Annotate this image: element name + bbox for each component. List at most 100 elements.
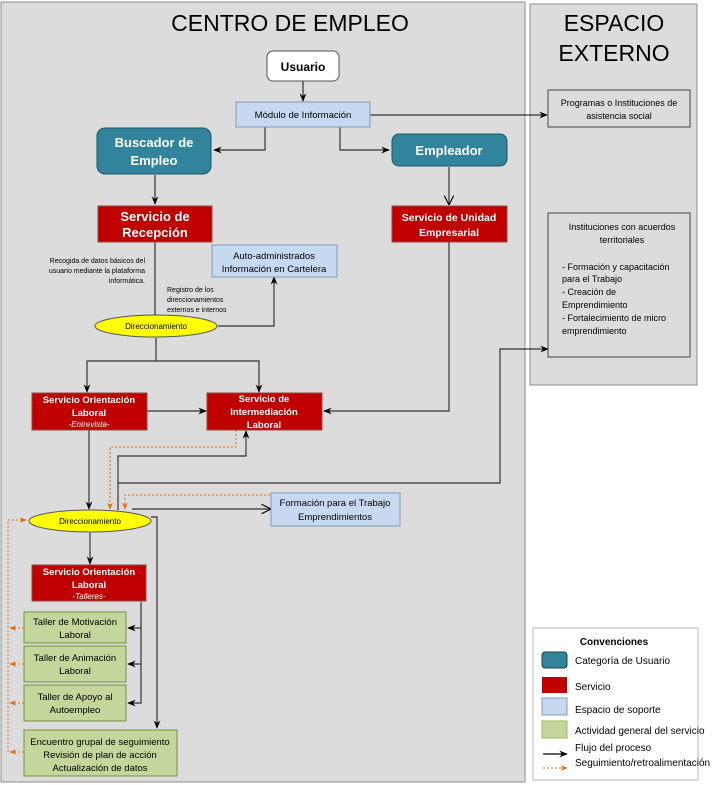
- arrow-direccionamiento-cartelera: [218, 276, 278, 327]
- node-formacion-trabajo[interactable]: Formación para el Trabajo Emprendimiento…: [270, 492, 401, 527]
- orientacion-t-line3: -Talleres-: [72, 592, 105, 601]
- note-recogida-datos: Recogida de datos básicos del usuario me…: [49, 258, 146, 285]
- note-registro-line1: Registro de los: [167, 287, 214, 294]
- instituciones-item-1: - Formación y capacitación: [562, 262, 670, 272]
- auto-line1: Auto-administrados: [233, 251, 315, 262]
- externo-title-line2: EXTERNO: [558, 40, 669, 66]
- legend-label-service: Servicio: [575, 682, 611, 693]
- unidad-line2: Empresarial: [419, 227, 479, 239]
- node-auto-administrados[interactable]: Auto-administrados Información en Cartel…: [211, 244, 338, 278]
- arrow-talleres-apoyo: [127, 664, 142, 707]
- feedback-connectors: [7, 430, 270, 755]
- motivacion-line2: Laboral: [59, 630, 91, 641]
- recepcion-line2: Recepción: [122, 225, 188, 240]
- node-taller-animacion[interactable]: Taller de Animación Laboral: [23, 645, 127, 683]
- motivacion-line1: Taller de Motivación: [33, 617, 117, 628]
- instituciones-item-6: emprendimiento: [562, 326, 627, 336]
- unidad-line1: Servicio de Unidad: [402, 212, 497, 224]
- formacion-line2: Emprendimientos: [298, 512, 372, 523]
- encuentro-line1: Encuentro grupal de seguimiento: [30, 737, 169, 748]
- node-servicio-unidad-empresarial[interactable]: Servicio de Unidad Empresarial: [391, 205, 508, 243]
- legend-swatch-support: [541, 697, 568, 716]
- recepcion-line1: Servicio de: [120, 209, 189, 224]
- orientacion-e-line2: Laboral: [72, 408, 106, 419]
- encuentro-line3: Actualización de datos: [52, 763, 147, 774]
- programas-line1: Programas o Instituciones de: [561, 98, 678, 108]
- arrow-modulo-buscador: [213, 127, 266, 154]
- orientacion-e-line1: Servicio Orientación: [43, 395, 136, 406]
- node-encuentro-grupal[interactable]: Encuentro grupal de seguimiento Revisión…: [23, 729, 178, 777]
- node-direccionamiento-2[interactable]: Direccionamiento: [28, 509, 152, 533]
- node-taller-motivacion[interactable]: Taller de Motivación Laboral: [23, 611, 127, 644]
- note-registro-line3: externos e internos: [167, 307, 227, 314]
- usuario-label: Usuario: [281, 60, 326, 74]
- arrow-dir-orientacion: [83, 338, 157, 393]
- flow-connectors: [83, 81, 549, 729]
- arrow-modulo-empleador: [339, 127, 390, 154]
- orientacion-t-line2: Laboral: [72, 580, 106, 591]
- note-recogida-line3: informática.: [109, 278, 145, 285]
- apoyo-line1: Taller de Apoyo al: [38, 692, 113, 703]
- instituciones-item-5: - Fortalecimiento de micro: [562, 313, 666, 323]
- animacion-line2: Laboral: [59, 666, 91, 677]
- externo-title-line1: ESPACIO: [564, 10, 665, 36]
- node-direccionamiento-1[interactable]: Direccionamiento: [94, 314, 218, 338]
- node-servicio-recepcion[interactable]: Servicio de Recepción: [97, 205, 213, 243]
- intermediacion-line3: Laboral: [247, 420, 281, 431]
- empleador-label: Empleador: [415, 143, 482, 158]
- instituciones-title-line2: territoriales: [600, 235, 645, 245]
- instituciones-item-4: Emprendimiento: [562, 300, 628, 310]
- feedback-loop-dir2: [7, 517, 27, 752]
- legend-label-feedback: Seguimiento/retroalimentación: [575, 758, 710, 769]
- note-registro-line2: direccionamientos: [167, 297, 224, 304]
- legend-swatch-user-category: [541, 651, 568, 669]
- formacion-line1: Formación para el Trabajo: [280, 498, 391, 509]
- note-registro-direccionamientos: Registro de los direccionamientos extern…: [167, 287, 227, 314]
- arrow-dir2-instituciones: [118, 345, 549, 484]
- arrow-dir-intermediacion: [156, 360, 263, 393]
- encuentro-line2: Revisión de plan de acción: [43, 750, 157, 761]
- buscador-line2: Empleo: [131, 153, 178, 168]
- node-instituciones-acuerdos[interactable]: Instituciones con acuerdos territoriales…: [547, 212, 691, 358]
- legend-label-support: Espacio de soporte: [575, 705, 661, 716]
- node-taller-apoyo[interactable]: Taller de Apoyo al Autoempleo: [23, 684, 127, 722]
- node-usuario[interactable]: Usuario: [266, 50, 340, 82]
- note-recogida-line2: usuario mediante la plataforma: [49, 268, 145, 275]
- centro-title: CENTRO DE EMPLEO: [171, 10, 409, 36]
- arrow-dir2-encuentro: [151, 516, 161, 729]
- instituciones-item-3: - Creación de: [562, 287, 616, 297]
- legend-swatch-activity: [541, 720, 568, 739]
- legend-label-user-category: Categoría de Usuario: [575, 656, 670, 667]
- legend-swatch-service: [542, 677, 567, 693]
- feedback-intermediacion-dir2: [107, 430, 237, 510]
- buscador-line1: Buscador de: [115, 135, 194, 150]
- auto-line2: Información en Cartelera: [222, 264, 327, 275]
- legend-label-activity: Actividad general del servicio: [575, 726, 705, 737]
- legend-title: Convenciones: [580, 637, 649, 648]
- instituciones-item-2: para el Trabajo: [562, 274, 622, 284]
- node-empleador[interactable]: Empleador: [391, 133, 508, 167]
- node-buscador-empleo[interactable]: Buscador de Empleo: [96, 127, 212, 175]
- arrow-unidad-intermediacion: [323, 242, 450, 415]
- programas-line2: asistencia social: [586, 111, 652, 121]
- orientacion-e-line3: -Entrevista-: [69, 420, 110, 429]
- direccionamiento-1-label: Direccionamiento: [125, 322, 187, 331]
- node-orientacion-talleres[interactable]: Servicio Orientación Laboral -Talleres-: [31, 564, 147, 602]
- instituciones-title-line1: Instituciones con acuerdos: [569, 222, 676, 232]
- legend: Convenciones Categoría de Usuario Servic…: [532, 627, 710, 781]
- apoyo-line2: Autoempleo: [50, 705, 101, 716]
- intermediacion-line2: Intermediación: [230, 407, 298, 418]
- note-recogida-line1: Recogida de datos básicos del: [50, 258, 146, 265]
- node-modulo-informacion[interactable]: Módulo de Información: [235, 101, 371, 128]
- direccionamiento-2-label: Direccionamiento: [59, 517, 121, 526]
- node-intermediacion-laboral[interactable]: Servicio de Intermediación Laboral: [206, 392, 323, 431]
- feedback-formacion-dir2: [122, 494, 270, 510]
- legend-label-flow: Flujo del proceso: [575, 743, 652, 754]
- animacion-line1: Taller de Animación: [34, 653, 116, 664]
- node-orientacion-entrevista[interactable]: Servicio Orientación Laboral -Entrevista…: [31, 392, 148, 431]
- node-programas-asistencia[interactable]: Programas o Instituciones de asistencia …: [547, 89, 691, 128]
- modulo-label: Módulo de Información: [255, 110, 352, 121]
- orientacion-t-line1: Servicio Orientación: [43, 567, 136, 578]
- arrow-dir2-formacion: [132, 509, 270, 510]
